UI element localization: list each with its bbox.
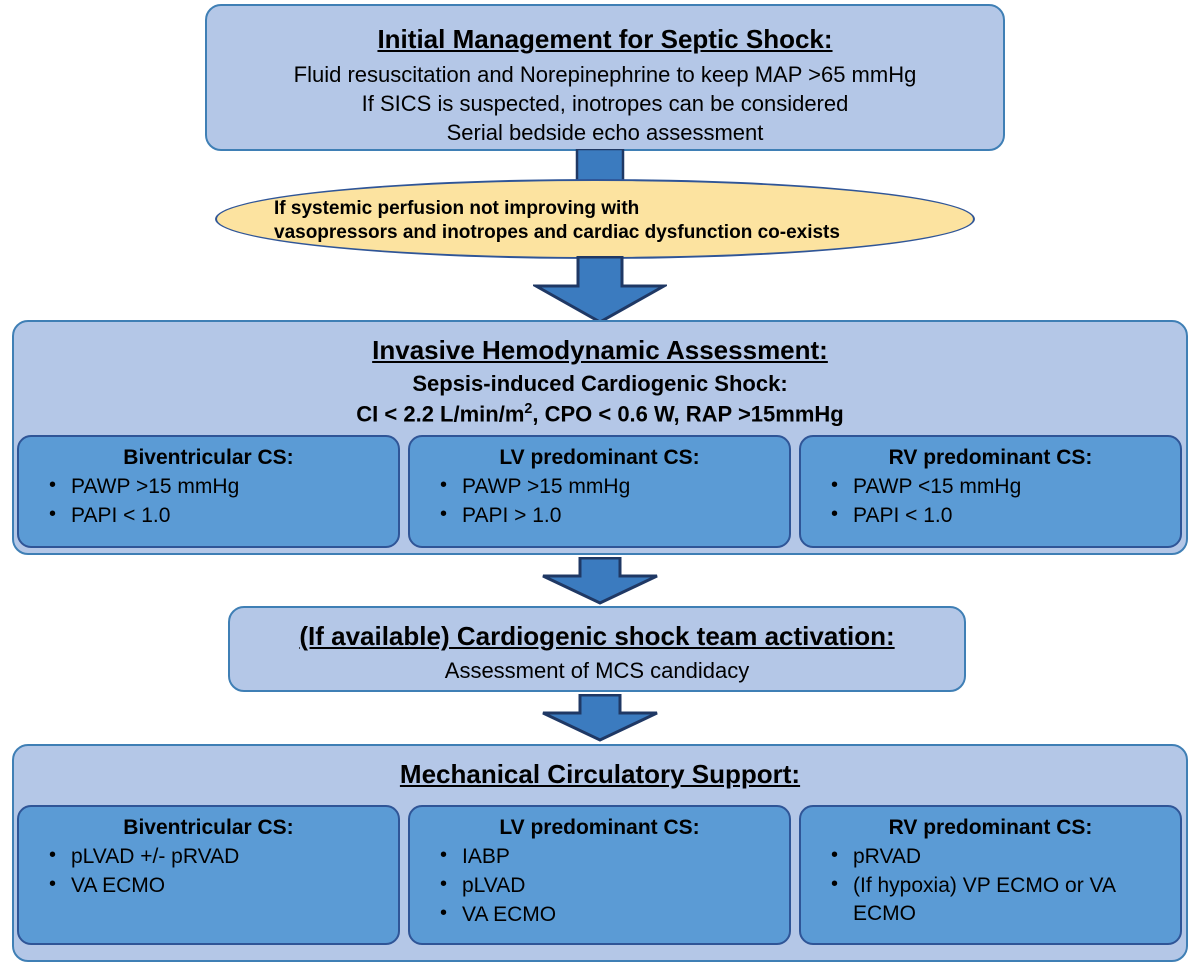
step2-criteria-prefix: CI < 2.2 L/min/m: [356, 401, 525, 427]
list-item: PAPI < 1.0: [49, 501, 398, 530]
step2-heading: Invasive Hemodynamic Assessment:: [372, 335, 828, 365]
step1-line-3: Serial bedside echo assessment: [446, 120, 764, 145]
step4-col3-title: RV predominant CS:: [888, 816, 1093, 839]
step2-column-lv-predominant: LV predominant CS: PAWP >15 mmHg PAPI > …: [408, 435, 791, 548]
arrow-step2-to-step3: [540, 557, 660, 605]
step4-col2-list: IABP pLVAD VA ECMO: [410, 842, 789, 929]
list-item: PAWP >15 mmHg: [49, 472, 398, 501]
decision-line-2: vasopressors and inotropes and cardiac d…: [274, 222, 840, 243]
list-item: PAWP >15 mmHg: [440, 472, 789, 501]
step2-criteria: CI < 2.2 L/min/m2, CPO < 0.6 W, RAP >15m…: [14, 401, 1186, 427]
step1-line-1: Fluid resuscitation and Norepinephrine t…: [293, 62, 917, 87]
step4-col3-list: pRVAD (If hypoxia) VP ECMO or VA ECMO: [801, 842, 1180, 928]
step4-col1-title: Biventricular CS:: [123, 816, 294, 839]
list-item: (If hypoxia) VP ECMO or VA ECMO: [831, 871, 1180, 928]
arrow-step3-to-step4: [540, 694, 660, 742]
step2-col2-title: LV predominant CS:: [499, 446, 700, 469]
step2-criteria-suffix: , CPO < 0.6 W, RAP >15mmHg: [532, 401, 844, 427]
list-item: pRVAD: [831, 842, 1180, 871]
step2-col2-list: PAWP >15 mmHg PAPI > 1.0: [410, 472, 789, 530]
step4-col2-title: LV predominant CS:: [499, 816, 700, 839]
list-item: PAWP <15 mmHg: [831, 472, 1180, 501]
decision-ellipse: If systemic perfusion not improving with…: [215, 179, 975, 259]
step4-heading: Mechanical Circulatory Support:: [399, 759, 801, 789]
step1-line-2: If SICS is suspected, inotropes can be c…: [361, 91, 849, 116]
step1-initial-management-box: Initial Management for Septic Shock: Flu…: [205, 4, 1005, 151]
step2-col1-list: PAWP >15 mmHg PAPI < 1.0: [19, 472, 398, 530]
step4-col1-list: pLVAD +/- pRVAD VA ECMO: [19, 842, 398, 900]
step4-column-rv-predominant: RV predominant CS: pRVAD (If hypoxia) VP…: [799, 805, 1182, 945]
list-item: PAPI < 1.0: [831, 501, 1180, 530]
list-item: pLVAD: [440, 871, 789, 900]
step3-shock-team-activation-box: (If available) Cardiogenic shock team ac…: [228, 606, 966, 692]
step2-invasive-hemodynamic-box: Invasive Hemodynamic Assessment: Sepsis-…: [12, 320, 1188, 555]
step2-col3-title: RV predominant CS:: [888, 446, 1093, 469]
step1-heading: Initial Management for Septic Shock:: [377, 24, 833, 54]
step2-criteria-superscript: 2: [524, 401, 533, 417]
list-item: VA ECMO: [440, 900, 789, 929]
step2-subheading: Sepsis-induced Cardiogenic Shock:: [412, 371, 788, 396]
arrow-decision-to-step2: [533, 256, 667, 324]
list-item: pLVAD +/- pRVAD: [49, 842, 398, 871]
step4-column-lv-predominant: LV predominant CS: IABP pLVAD VA ECMO: [408, 805, 791, 945]
list-item: VA ECMO: [49, 871, 398, 900]
step2-col3-list: PAWP <15 mmHg PAPI < 1.0: [801, 472, 1180, 530]
step3-heading: (If available) Cardiogenic shock team ac…: [299, 621, 895, 651]
step4-mechanical-circulatory-support-box: Mechanical Circulatory Support: Biventri…: [12, 744, 1188, 962]
step3-line: Assessment of MCS candidacy: [444, 658, 750, 683]
step2-col1-title: Biventricular CS:: [123, 446, 294, 469]
step4-column-biventricular: Biventricular CS: pLVAD +/- pRVAD VA ECM…: [17, 805, 400, 945]
list-item: PAPI > 1.0: [440, 501, 789, 530]
decision-line-1: If systemic perfusion not improving with: [274, 198, 640, 219]
list-item: IABP: [440, 842, 789, 871]
step2-column-rv-predominant: RV predominant CS: PAWP <15 mmHg PAPI < …: [799, 435, 1182, 548]
step2-column-biventricular: Biventricular CS: PAWP >15 mmHg PAPI < 1…: [17, 435, 400, 548]
